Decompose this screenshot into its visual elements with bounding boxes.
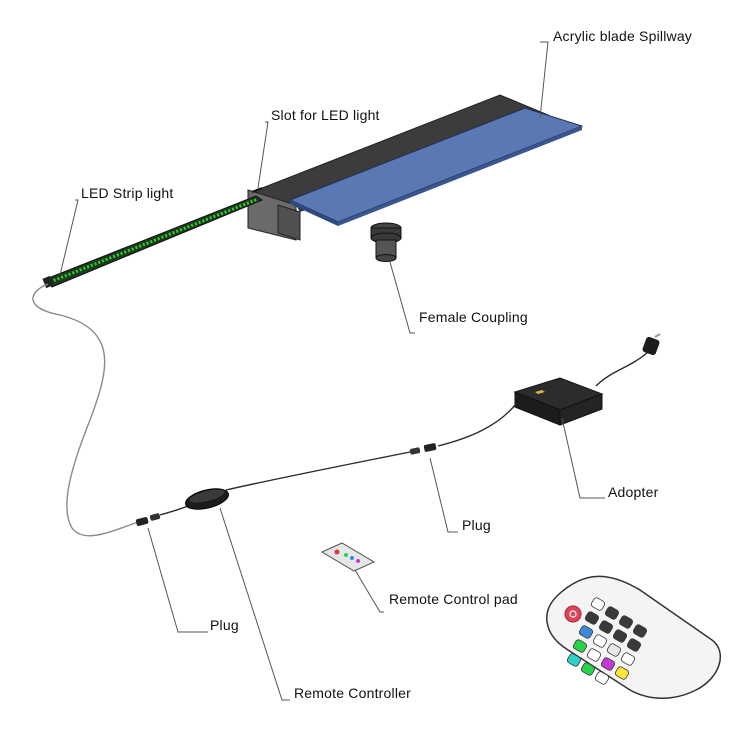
female-coupling <box>370 222 402 262</box>
remote-button <box>621 652 635 666</box>
remote-button <box>633 624 647 638</box>
remote-button <box>581 662 595 676</box>
remote-button <box>605 606 619 620</box>
plug-left-connector <box>135 513 161 526</box>
controller-input-cable <box>159 505 189 516</box>
remote-button <box>599 620 613 634</box>
remote-button <box>585 611 599 625</box>
remote-pad-large <box>546 575 722 699</box>
remote-button <box>595 671 609 685</box>
label-adopter: Adopter <box>608 484 659 500</box>
leader-plug-right <box>429 457 458 533</box>
leader-remote-pad <box>354 569 384 613</box>
remote-controller-unit <box>185 488 229 510</box>
acrylic-blade <box>288 107 584 226</box>
led-strip-cable <box>32 283 139 537</box>
leader-acrylic <box>539 41 549 119</box>
remote-button <box>627 638 641 652</box>
controller-output-cable <box>225 449 421 491</box>
led-slot <box>251 187 263 193</box>
leader-slot <box>257 121 269 189</box>
remote-button <box>579 625 593 639</box>
leader-led-strip <box>59 199 79 276</box>
power-adapter <box>513 377 604 426</box>
remote-button <box>601 657 615 671</box>
plug-right-connector <box>409 443 437 455</box>
label-led-strip-light: LED Strip light <box>81 185 173 201</box>
remote-button <box>567 653 581 667</box>
leader-plug-left <box>147 527 208 633</box>
label-remote-control-pad: Remote Control pad <box>389 591 518 607</box>
leader-female-coupling <box>389 261 415 334</box>
remote-button <box>573 639 587 653</box>
label-plug-left: Plug <box>210 617 239 633</box>
led-strip-light <box>42 195 264 289</box>
remote-button <box>619 615 633 629</box>
label-remote-controller: Remote Controller <box>294 685 411 701</box>
remote-button <box>587 648 601 662</box>
label-plug-right: Plug <box>462 517 491 533</box>
label-female-coupling: Female Coupling <box>419 309 528 325</box>
leader-remote-controller <box>219 507 290 701</box>
remote-button <box>613 629 627 643</box>
remote-pad-small <box>320 542 376 572</box>
adapter-mains-cable <box>595 351 649 387</box>
remote-button <box>591 597 605 611</box>
remote-button <box>615 666 629 680</box>
mains-plug <box>642 333 661 356</box>
leader-adopter <box>561 417 605 499</box>
label-slot-for-led-light: Slot for LED light <box>271 107 380 123</box>
label-acrylic-blade-spillway: Acrylic blade Spillway <box>553 28 692 44</box>
remote-button <box>593 634 607 648</box>
remote-button <box>607 643 621 657</box>
adapter-dc-cable <box>437 403 517 447</box>
